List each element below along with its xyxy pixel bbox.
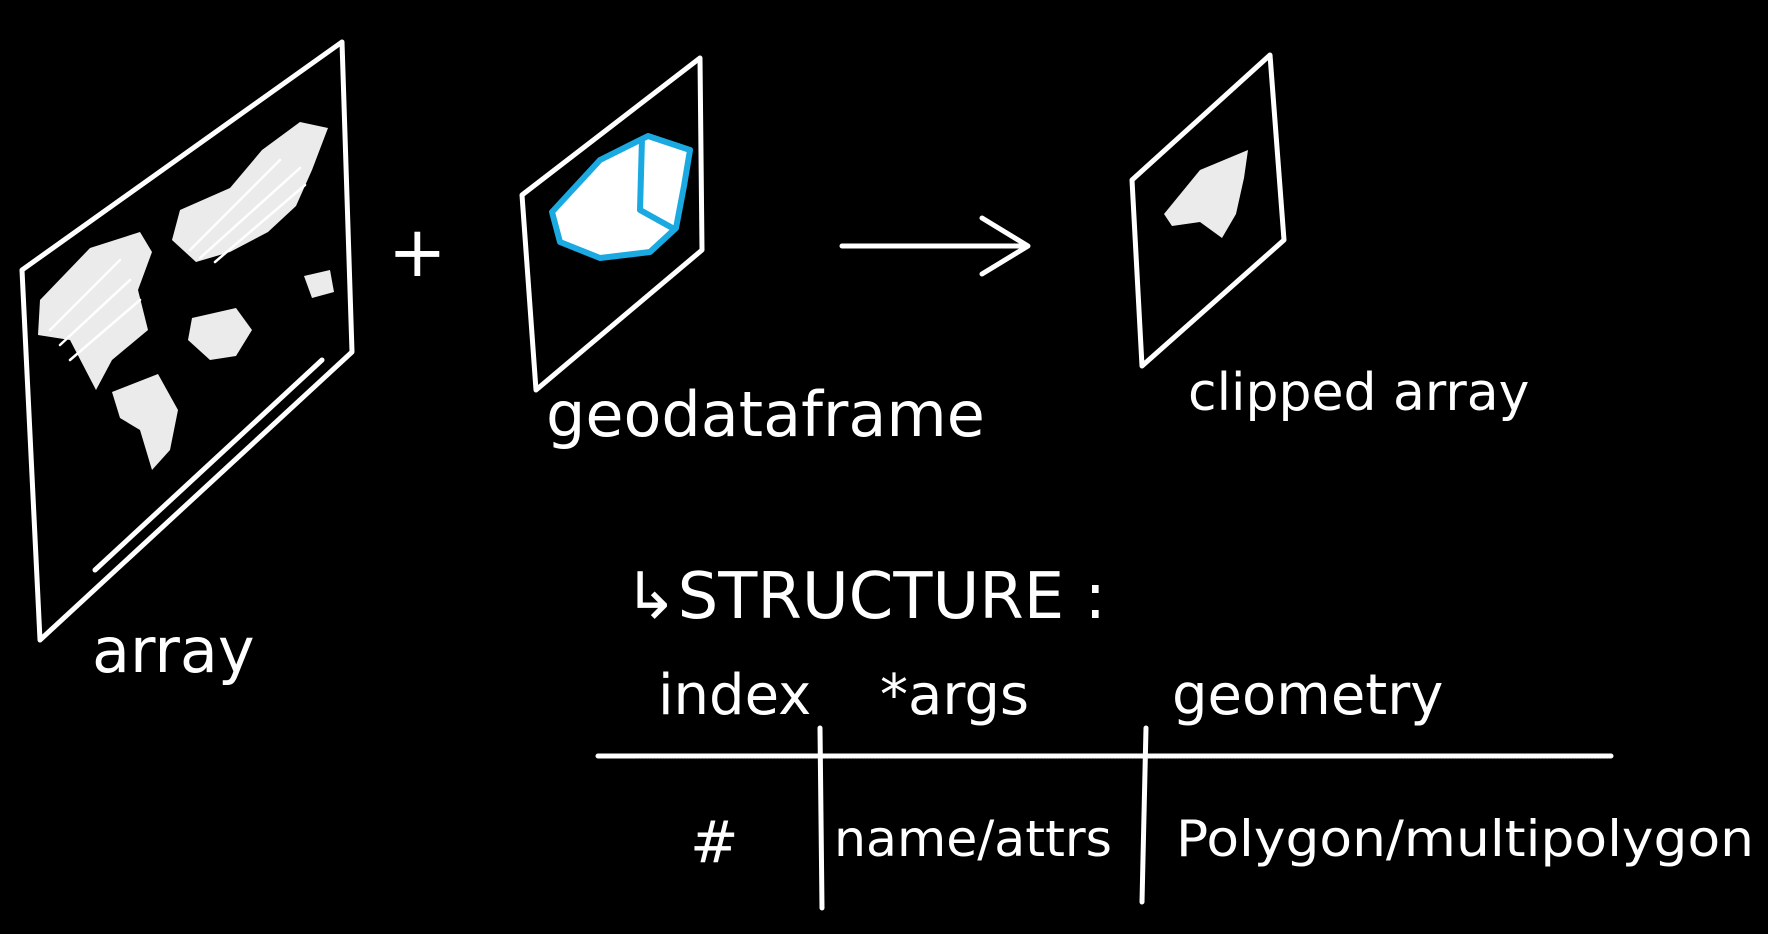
table-divider-1 (817, 725, 825, 911)
geodataframe-panel: geodataframe (519, 55, 985, 451)
africa-shape (188, 308, 252, 360)
header-args: *args (880, 663, 1029, 728)
structure-heading: ↳STRUCTURE : (624, 560, 1106, 634)
clipped-array-label: clipped array (1188, 363, 1529, 423)
map-hatching (48, 158, 307, 362)
header-geometry: geometry (1172, 663, 1443, 728)
cell-geometry: Polygon/multipolygon (1176, 810, 1754, 868)
table-divider-2 (1139, 725, 1149, 905)
structure-section: ↳STRUCTURE : index *args geometry # name… (595, 560, 1754, 911)
clipped-shape (1164, 150, 1248, 238)
array-label: array (92, 614, 255, 687)
polygon-outline (549, 133, 693, 261)
polygon-fill (552, 136, 690, 258)
array-panel: array (19, 39, 355, 687)
plus-sign: + (388, 211, 447, 293)
eurasia-shape (172, 122, 328, 262)
cell-args: name/attrs (834, 810, 1112, 868)
australia-shape (304, 270, 334, 298)
cell-index: # (690, 808, 739, 876)
south-america-shape (112, 374, 178, 470)
arrow (839, 215, 1031, 277)
clipped-array-panel: clipped array (1129, 52, 1529, 423)
header-index: index (658, 663, 811, 728)
geodataframe-label: geodataframe (546, 378, 985, 451)
